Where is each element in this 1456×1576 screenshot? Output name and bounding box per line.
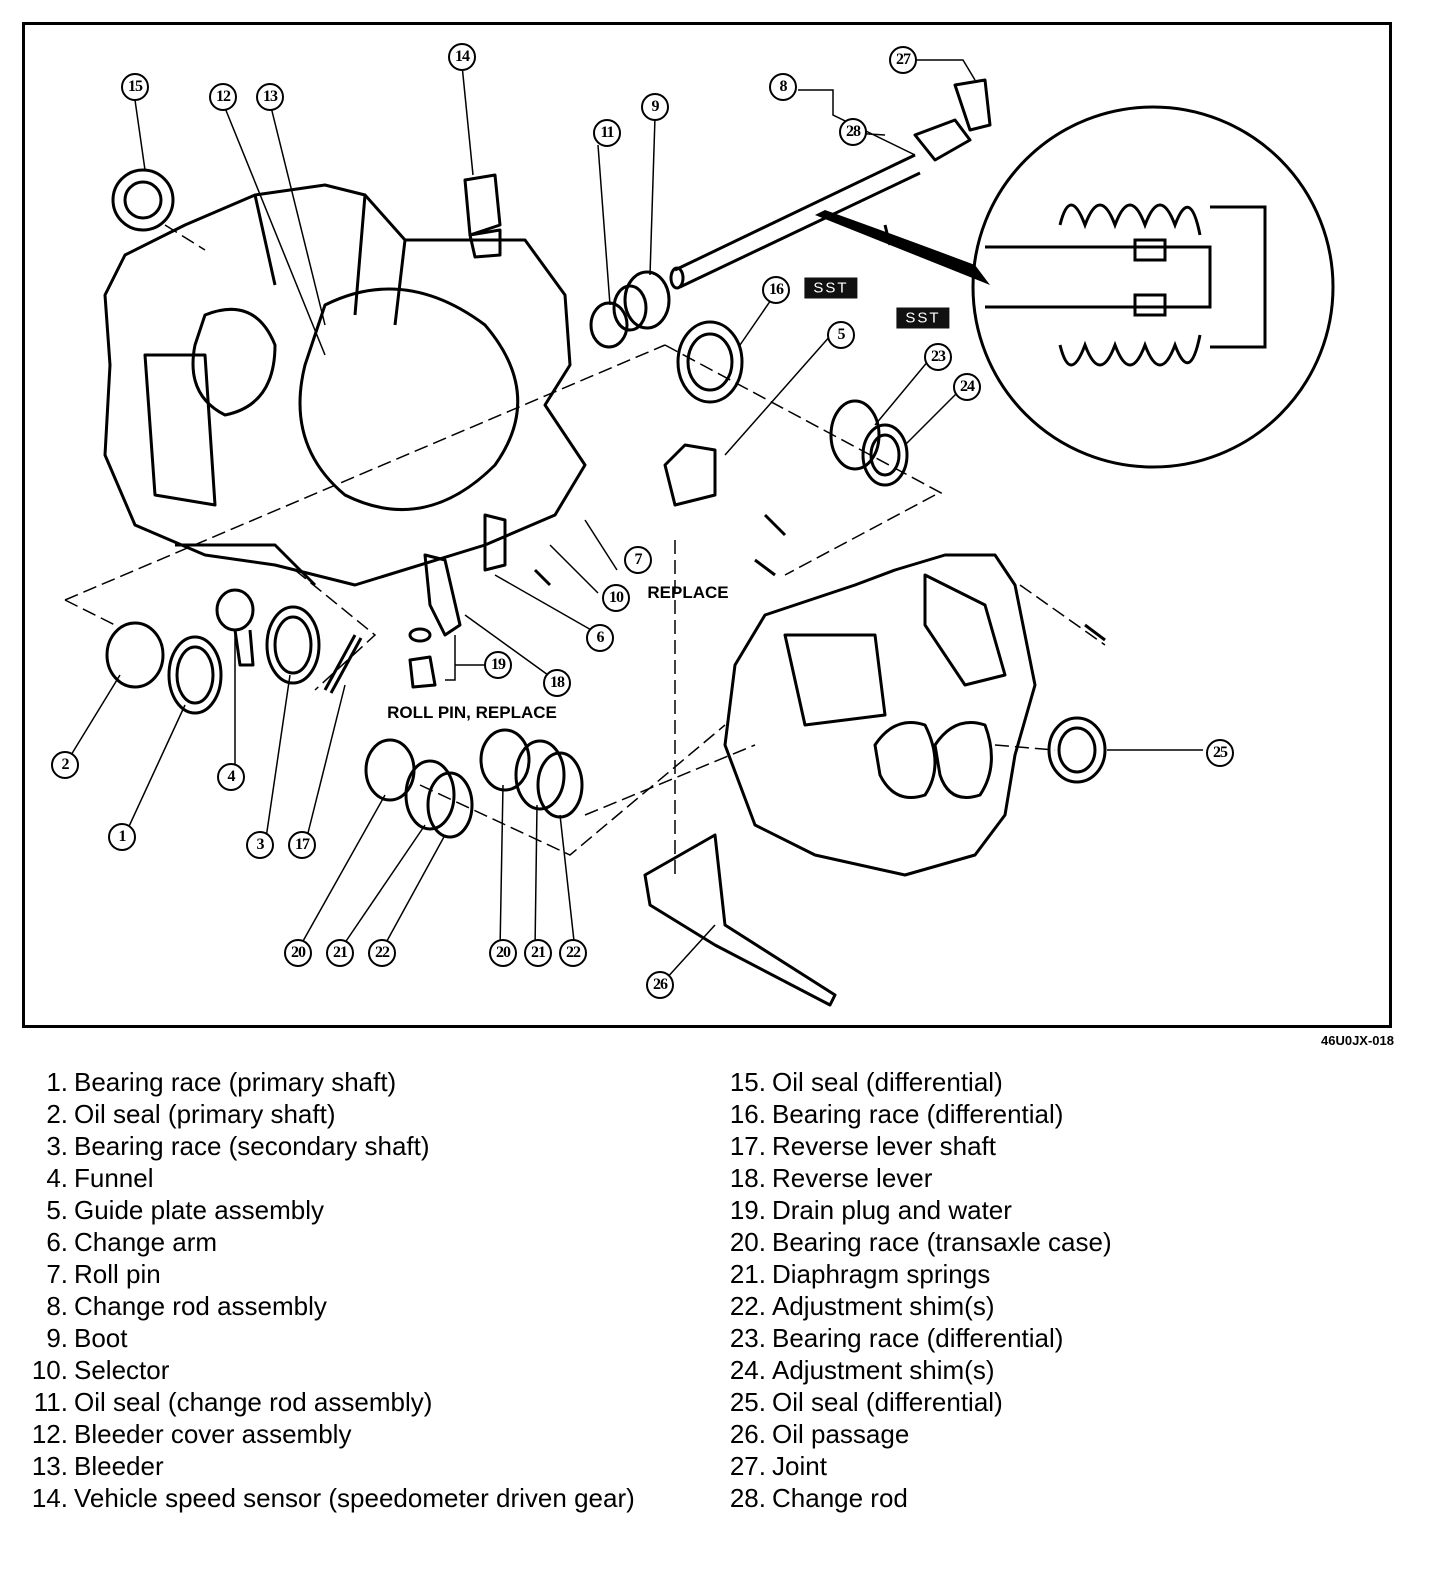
- callout-27: 27: [889, 46, 917, 74]
- diagram-drawing: [64, 59, 1335, 1007]
- sst-badge: SST: [896, 307, 950, 329]
- legend-item: 26.Oil passage: [729, 1419, 910, 1449]
- callout-22: 22: [559, 939, 587, 967]
- transaxle-case: [723, 553, 1037, 877]
- callout-6: 6: [586, 624, 614, 652]
- legend-item: 25.Oil seal (differential): [729, 1387, 1003, 1417]
- change-rod: [674, 153, 921, 289]
- callout-9: 9: [641, 93, 669, 121]
- callout-28: 28: [839, 118, 867, 146]
- callout-15: 15: [121, 73, 149, 101]
- legend-item: 22.Adjustment shim(s): [729, 1291, 995, 1321]
- legend-item: 16.Bearing race (differential): [729, 1099, 1064, 1129]
- legend-item: 8.Change rod assembly: [46, 1291, 327, 1321]
- legend-item: 6.Change arm: [46, 1227, 218, 1257]
- callout-25: 25: [1206, 739, 1234, 767]
- callout-20: 20: [489, 939, 517, 967]
- legend-item: 9.Boot: [46, 1323, 128, 1353]
- callout-14: 14: [448, 43, 476, 71]
- callout-16: 16: [762, 276, 790, 304]
- legend-item: 23.Bearing race (differential): [729, 1323, 1064, 1353]
- legend-item: 21.Diaphragm springs: [729, 1259, 991, 1289]
- callout-4: 4: [217, 763, 245, 791]
- callout-10: 10: [602, 584, 630, 612]
- callout-13: 13: [256, 83, 284, 111]
- legend-item: 7.Roll pin: [46, 1259, 161, 1289]
- callout-20: 20: [284, 939, 312, 967]
- legend-item: 3.Bearing race (secondary shaft): [46, 1131, 430, 1161]
- legend-item: 2.Oil seal (primary shaft): [46, 1099, 336, 1129]
- legend-item: 15.Oil seal (differential): [729, 1067, 1003, 1097]
- legend-item: 14.Vehicle speed sensor (speedometer dri…: [31, 1483, 635, 1513]
- legend-item: 11.Oil seal (change rod assembly): [33, 1387, 433, 1417]
- callout-5: 5: [827, 321, 855, 349]
- legend-item: 27.Joint: [729, 1451, 827, 1481]
- figure-id: 46U0JX-018: [1321, 1033, 1394, 1048]
- legend-item: 13.Bleeder: [31, 1451, 164, 1481]
- callout-26: 26: [646, 971, 674, 999]
- legend-item: 18.Reverse lever: [729, 1163, 933, 1193]
- oil-passage: [643, 833, 837, 1007]
- roll-pin-replace-annotation: ROLL PIN, REPLACE: [387, 703, 557, 722]
- callout-24: 24: [953, 373, 981, 401]
- callout-2: 2: [51, 751, 79, 779]
- legend-left: 1.Bearing race (primary shaft) 2.Oil sea…: [20, 1066, 660, 1514]
- legend-item: 1.Bearing race (primary shaft): [46, 1067, 397, 1097]
- legend-item: 4.Funnel: [46, 1163, 154, 1193]
- callout-8: 8: [769, 73, 797, 101]
- callout-11: 11: [593, 119, 621, 147]
- callout-12: 12: [209, 83, 237, 111]
- legend-item: 24.Adjustment shim(s): [729, 1355, 995, 1385]
- legend-item: 5.Guide plate assembly: [46, 1195, 325, 1225]
- legend-item: 10.Selector: [31, 1355, 170, 1385]
- callout-3: 3: [246, 831, 274, 859]
- callout-18: 18: [543, 669, 571, 697]
- callout-19: 19: [484, 651, 512, 679]
- clutch-housing: [103, 183, 587, 587]
- callout-21: 21: [326, 939, 354, 967]
- callout-23: 23: [924, 343, 952, 371]
- callout-22: 22: [368, 939, 396, 967]
- callout-7: 7: [624, 546, 652, 574]
- exploded-diagram: 15 12 13 14 11 9 8 27 28 16 5 23 24 7 10…: [22, 22, 1392, 1028]
- legend-item: 19.Drain plug and water: [729, 1195, 1012, 1225]
- legend-right: 15.Oil seal (differential) 16.Bearing ra…: [718, 1066, 1418, 1514]
- replace-annotation: REPLACE: [647, 583, 729, 602]
- legend-item: 20.Bearing race (transaxle case): [729, 1227, 1112, 1257]
- callout-21: 21: [524, 939, 552, 967]
- legend-item: 12.Bleeder cover assembly: [31, 1419, 352, 1449]
- legend-item: 17.Reverse lever shaft: [729, 1131, 996, 1161]
- callout-17: 17: [288, 831, 316, 859]
- callout-1: 1: [108, 823, 136, 851]
- sst-badge: SST: [804, 277, 858, 299]
- legend-item: 28.Change rod: [729, 1483, 908, 1513]
